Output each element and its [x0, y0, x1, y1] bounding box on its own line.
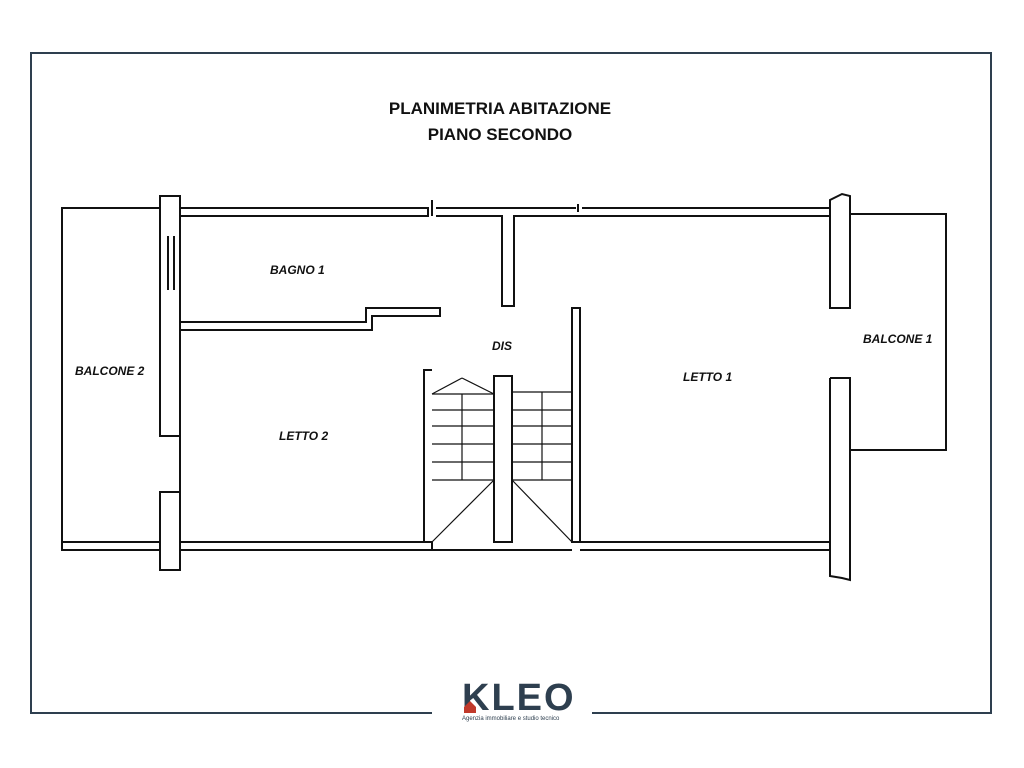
- house-icon: [464, 701, 476, 713]
- room-label-bagno-1: BAGNO 1: [270, 263, 325, 277]
- balcone-2-outline: [61, 207, 160, 551]
- stair-right-wall: [571, 307, 581, 543]
- right-wall-bottom: [829, 377, 851, 582]
- room-label-letto-2: LETTO 2: [279, 429, 329, 443]
- left-pillar-bottom: [159, 491, 181, 571]
- logo-tagline: Agenzia immobiliare e studio tecnico: [462, 716, 560, 722]
- plan-title-line2: PIANO SECONDO: [427, 125, 573, 144]
- logo-wordmark: KLEO: [462, 677, 576, 719]
- stair-center-wall: [493, 375, 513, 543]
- right-wall-top: [829, 192, 851, 309]
- balcone-1-outline: [850, 213, 947, 451]
- room-label-letto-1: LETTO 1: [683, 370, 733, 384]
- room-label-dis: DIS: [492, 339, 513, 353]
- bottom-wall: [62, 541, 160, 551]
- room-label-balcone-2: BALCONE 2: [75, 364, 145, 378]
- plan-title-line1: PLANIMETRIA ABITAZIONE: [388, 99, 612, 118]
- bagno-wall: [180, 307, 441, 331]
- top-wall: [179, 207, 429, 217]
- plan-title: PLANIMETRIA ABITAZIONE PIANO SECONDO: [0, 96, 1000, 148]
- stairs-right-flight: [511, 391, 573, 543]
- room-label-balcone-1: BALCONE 1: [863, 332, 933, 346]
- stair-left-wall: [423, 369, 432, 542]
- logo-area: [432, 676, 592, 736]
- stairs-left-flight: [431, 377, 495, 543]
- left-pillar-top: [159, 195, 181, 437]
